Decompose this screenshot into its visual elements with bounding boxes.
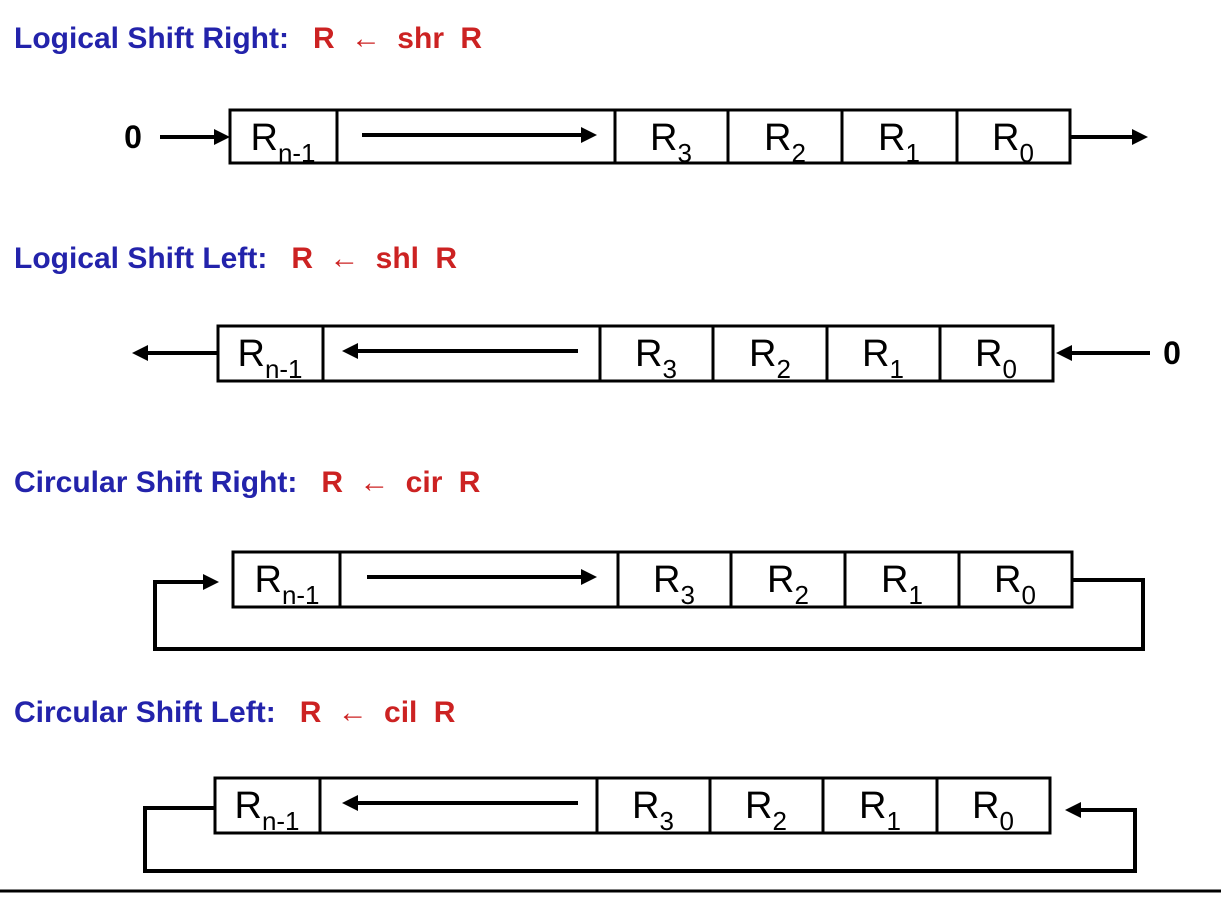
cell-label-r1: R1 [878, 117, 920, 168]
feedback-loop-wire [153, 574, 1145, 651]
cell-label-r3: R3 [632, 785, 674, 836]
section-title-circular-shift-left: Circular Shift Left: R ← cil R [14, 696, 455, 731]
cell-label-rn1: Rn-1 [234, 785, 299, 836]
operation-text: R ← cil R [299, 696, 456, 729]
diagram-circular-shift-left: Rn-1 R3 R2 R1 R0 [143, 776, 1137, 873]
cell-label-r0: R0 [975, 333, 1017, 384]
cell-label-rn1: Rn-1 [254, 559, 319, 610]
title-text: Logical Shift Left: [14, 242, 268, 275]
cell-label-rn1: Rn-1 [250, 117, 315, 168]
cell-label-r1: R1 [862, 333, 904, 384]
title-text: Circular Shift Right: [14, 466, 298, 499]
cell-label-r1: R1 [881, 559, 923, 610]
serial-input-zero: 0 [124, 119, 142, 155]
diagram-logical-shift-left: 0 Rn-1 R3 R2 R1 R0 [132, 324, 1181, 384]
diagram-logical-shift-right: 0 Rn-1 R3 R2 R1 R0 [124, 108, 1148, 168]
title-text: Circular Shift Left: [14, 696, 276, 729]
section-title-logical-shift-right: Logical Shift Right: R ← shr R [14, 22, 482, 57]
cell-label-r3: R3 [653, 559, 695, 610]
cell-label-r0: R0 [972, 785, 1014, 836]
serial-input-zero: 0 [1163, 335, 1181, 371]
section-title-circular-shift-right: Circular Shift Right: R ← cir R [14, 466, 480, 501]
cell-label-r0: R0 [994, 559, 1036, 610]
cell-label-r2: R2 [764, 117, 806, 168]
cell-label-rn1: Rn-1 [237, 333, 302, 384]
operation-text: R ← shr R [312, 22, 482, 55]
feedback-loop-wire [143, 802, 1137, 873]
operation-text: R ← shl R [291, 242, 458, 275]
operation-text: R ← cir R [321, 466, 481, 499]
cell-label-r1: R1 [859, 785, 901, 836]
cell-label-r2: R2 [749, 333, 791, 384]
diagram-circular-shift-right: Rn-1 R3 R2 R1 R0 [153, 550, 1145, 651]
cell-label-r0: R0 [992, 117, 1034, 168]
cell-label-r2: R2 [745, 785, 787, 836]
title-text: Logical Shift Right: [14, 22, 289, 55]
cell-label-r2: R2 [767, 559, 809, 610]
cell-label-r3: R3 [650, 117, 692, 168]
cell-label-r3: R3 [635, 333, 677, 384]
register-box [231, 550, 1074, 609]
section-title-logical-shift-left: Logical Shift Left: R ← shl R [14, 242, 457, 277]
